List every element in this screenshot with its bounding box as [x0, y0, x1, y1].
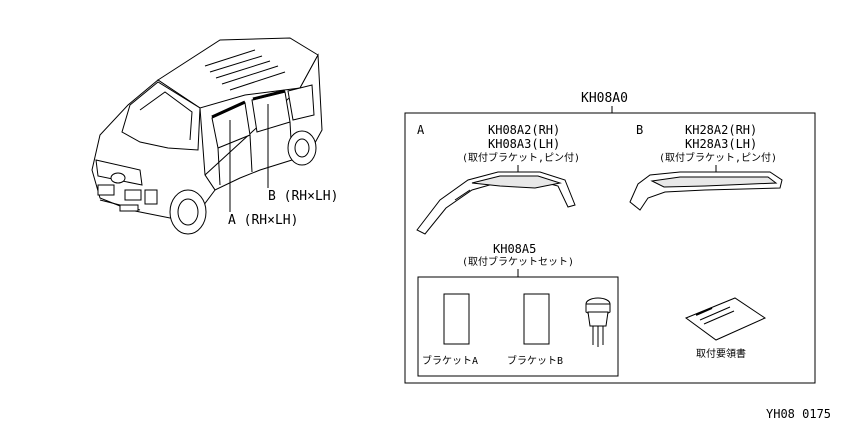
vehicle-illustration [91, 37, 323, 235]
pin-icon [585, 297, 611, 347]
section-b-note: (取付ブラケット,ピン付) [659, 151, 777, 164]
callout-a: A (RH×LH) [228, 213, 298, 228]
manual-label: 取付要領書 [696, 347, 746, 360]
bracket-set-part-number: KH08A5 [493, 242, 536, 256]
section-b-part-lh: KH28A3(LH) [685, 137, 757, 151]
section-a-part-rh: KH08A2(RH) [488, 123, 560, 137]
section-b-part-rh: KH28A2(RH) [685, 123, 757, 137]
bracket-a-label: ブラケットA [422, 354, 478, 367]
visor-a-illustration [416, 171, 576, 235]
manual-icon [684, 297, 767, 341]
bracket-set-frame [417, 276, 619, 377]
visor-b-illustration [629, 171, 783, 211]
bracket-set-note: (取付ブラケットセット) [462, 255, 574, 268]
drawing-code: YH08 0175 [766, 407, 831, 421]
kit-part-number: KH08A0 [581, 91, 628, 106]
section-a-part-lh: KH08A3(LH) [488, 137, 560, 151]
section-a-letter: A [417, 123, 425, 137]
bracket-a-icon [443, 293, 470, 345]
section-a-note: (取付ブラケット,ピン付) [462, 151, 580, 164]
callout-b: B (RH×LH) [268, 189, 338, 204]
section-b-letter: B [636, 123, 643, 137]
bracket-b-icon [523, 293, 550, 345]
bracket-b-label: ブラケットB [507, 354, 563, 367]
kit-frame [404, 112, 816, 384]
